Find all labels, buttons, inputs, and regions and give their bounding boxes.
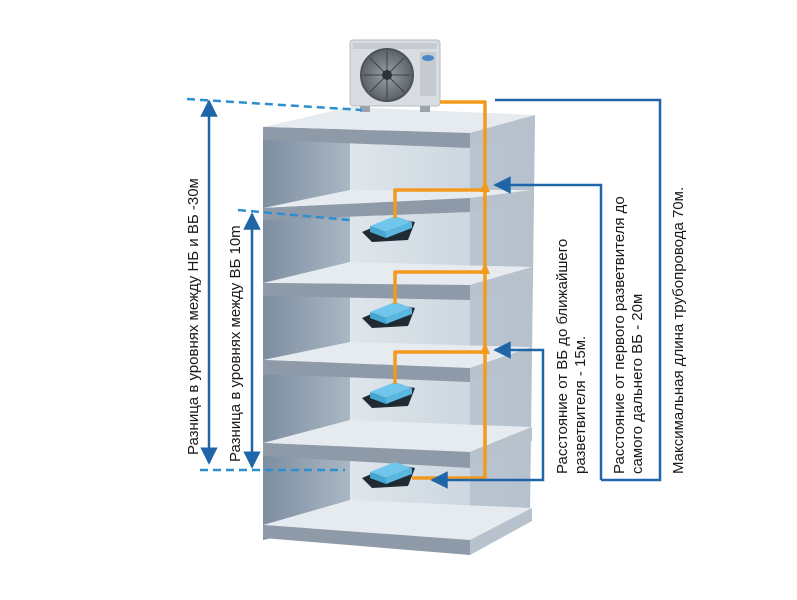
indoor-unit-floor-3 xyxy=(362,216,415,242)
branch-pipe-floor-2 xyxy=(393,270,485,304)
slab-floor-3 xyxy=(263,190,532,220)
label-height-indoor-indoor: Разница в уровнях между ВБ 10m xyxy=(227,225,244,462)
building xyxy=(263,107,535,555)
dim-max-pipe-length xyxy=(495,98,662,482)
label-max-pipe-length: Максимальная длина трубопровода 70м. xyxy=(670,187,687,474)
label-height-outdoor-indoor: Разница в уровнях между НБ и ВБ -30м xyxy=(185,178,202,455)
indoor-unit-floor-1 xyxy=(362,382,415,408)
labels: Разница в уровнях между НБ и ВБ -30м Раз… xyxy=(185,178,687,474)
slab-ground xyxy=(263,500,532,555)
branch-pipe-floor-3 xyxy=(393,188,485,218)
slab-floor-2 xyxy=(263,262,532,300)
outdoor-unit xyxy=(349,39,441,112)
label-nearest-branch-line2: разветвителя - 15м. xyxy=(572,336,589,474)
dim-first-branch-farthest xyxy=(493,176,603,480)
dim-nearest-branch xyxy=(430,341,545,489)
building-left-wall xyxy=(263,120,350,540)
label-first-branch-line1: Расстояние от первого разветвителя до xyxy=(611,196,628,474)
label-first-branch-line2: самого дальнего ВБ - 20м xyxy=(629,294,646,474)
dimension-lines xyxy=(186,97,662,489)
indoor-unit-floor-2 xyxy=(362,302,415,328)
indoor-unit-floor-0 xyxy=(362,462,415,488)
slab-roof xyxy=(263,107,535,148)
label-nearest-branch-line1: Расстояние от ВБ до ближайшего xyxy=(554,239,571,474)
